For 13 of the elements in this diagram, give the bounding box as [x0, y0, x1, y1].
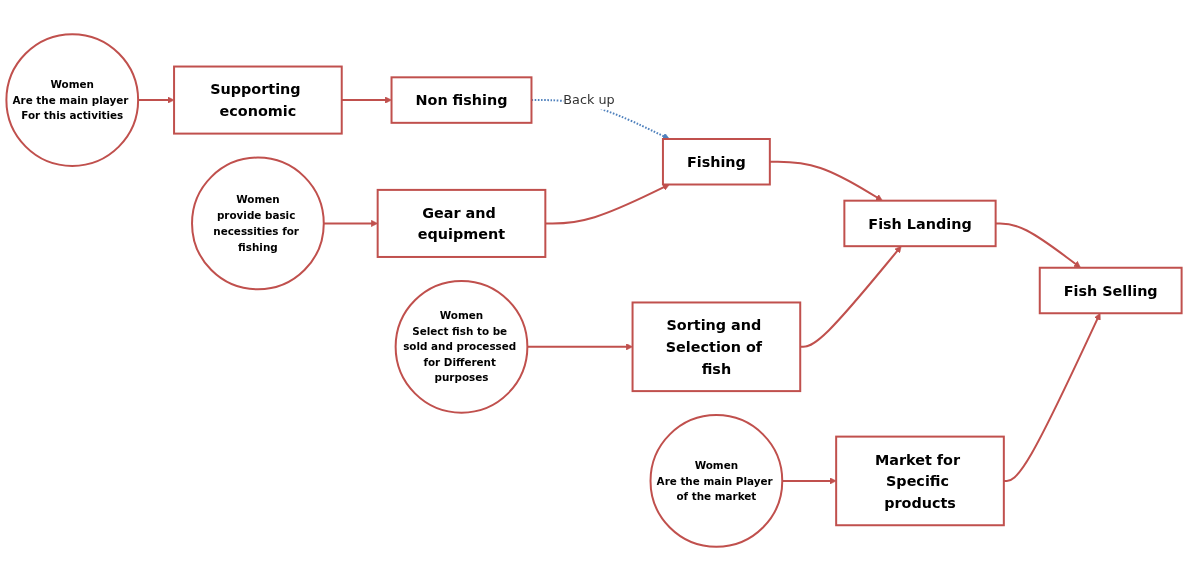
node-circle: Women Are the main Player of the market — [649, 414, 784, 548]
node-box: Fish Selling — [1038, 266, 1183, 315]
node-circle: Women Select fish to be sold and processed for Different purposes — [394, 279, 529, 414]
node-circle: Women Are the main player For this activities — [5, 33, 140, 167]
edge-label: Back up — [563, 92, 615, 108]
node-box: Market for Specific products — [835, 435, 1005, 527]
node-box: Non fishing — [390, 76, 533, 124]
node-box: Supporting economic — [173, 65, 343, 135]
node-box: Fish Landing — [843, 199, 997, 248]
node-box: Gear and equipment — [376, 188, 547, 258]
node-box: Sorting and Selection of fish — [631, 301, 802, 393]
node-box: Fishing — [661, 138, 771, 186]
node-circle: Women provide basic necessities for fishing — [191, 156, 325, 291]
